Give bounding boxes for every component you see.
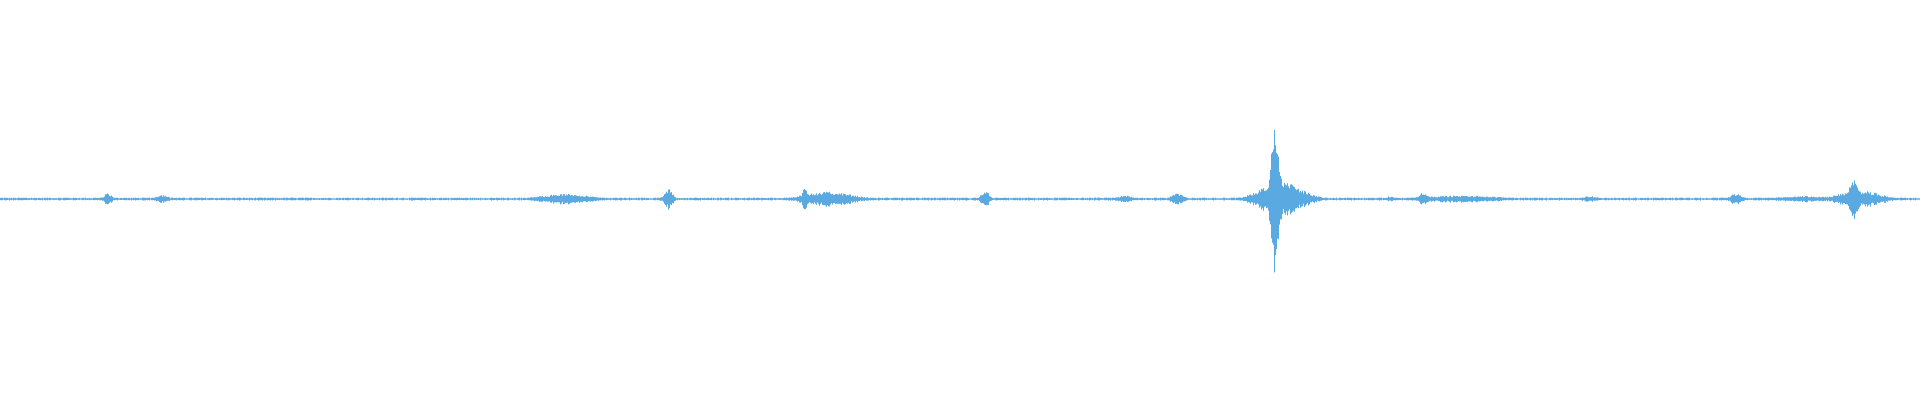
waveform-peaks [0,130,1920,273]
